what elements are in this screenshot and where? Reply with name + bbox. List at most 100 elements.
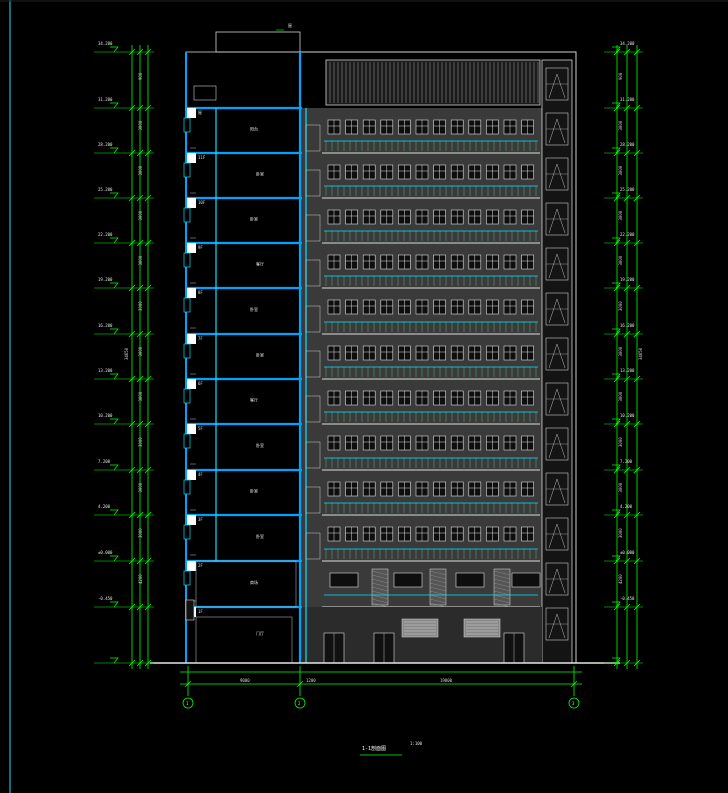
segment-dimension: 4200: [618, 574, 623, 584]
floor-tag: 10F: [198, 200, 206, 205]
section-window-opening: [183, 297, 191, 313]
section-window-opening: [183, 388, 191, 404]
level-triangle: [110, 46, 119, 53]
lattice-line: [371, 574, 389, 580]
lattice-line: [429, 598, 447, 604]
floor-tag: 11F: [198, 155, 206, 160]
level-triangle: [612, 46, 621, 53]
axis-number: 2: [298, 701, 301, 706]
stair-flight-line: [548, 118, 566, 144]
stair-flight-line: [548, 298, 566, 324]
beam-section: [186, 470, 196, 480]
roof-parapet: [325, 59, 541, 106]
facade-window: [511, 572, 541, 588]
section-window-opening: [183, 433, 191, 449]
level-triangle: [612, 555, 621, 562]
level-triangle: [110, 373, 119, 380]
section-window-opening: [183, 570, 191, 586]
segment-dimension: 3000: [618, 120, 623, 130]
level-triangle: [612, 601, 621, 608]
level-elevation: 22.200: [620, 232, 635, 237]
segment-dimension: 3000: [138, 301, 143, 311]
segment-dimension: 3000: [618, 528, 623, 538]
lattice-line: [429, 590, 447, 596]
level-triangle: [612, 657, 621, 664]
stair-tower: [541, 59, 573, 664]
lattice-line: [371, 602, 389, 608]
room-label: 客厅: [250, 397, 258, 403]
floor-tag: 1F: [198, 609, 203, 614]
section-door: [305, 259, 321, 287]
level-elevation: 16.200: [620, 323, 635, 328]
segment-dimension: 900: [618, 72, 623, 80]
level-triangle: [110, 657, 119, 664]
stair-flight-line: [548, 478, 566, 504]
dimension-tick: [184, 680, 192, 688]
room-label: 卧室: [250, 306, 258, 312]
stair-flight-line: [548, 253, 566, 279]
stair-flight-line: [548, 208, 566, 234]
room-label: 卧室: [250, 488, 258, 494]
level-triangle: [612, 102, 621, 109]
floor-tag: 3F: [198, 517, 203, 522]
segment-dimension: 3000: [618, 391, 623, 401]
segment-dimension: 3000: [618, 210, 623, 220]
level-elevation: 13.200: [98, 368, 113, 373]
lattice-line: [493, 594, 511, 600]
segment-dimension: 3000: [138, 528, 143, 538]
segment-dimension: 3000: [618, 255, 623, 265]
level-elevation: 22.200: [98, 232, 113, 237]
level-elevation: 28.200: [98, 142, 113, 147]
lattice-line: [371, 594, 389, 600]
axis-bubble: [568, 697, 580, 709]
level-elevation: 16.200: [98, 323, 113, 328]
shop-space-outline: [195, 560, 297, 608]
level-triangle: [110, 282, 119, 289]
lattice-line: [493, 586, 511, 592]
floor-tag: 屋: [198, 109, 202, 115]
level-elevation: 4.200: [620, 504, 633, 509]
segment-dimension: 3000: [138, 346, 143, 356]
level-triangle: [110, 328, 119, 335]
floor-tag: 9F: [198, 245, 203, 250]
section-door: [305, 486, 321, 514]
section-door: [305, 124, 321, 152]
stair-flight-line: [548, 568, 566, 594]
lattice-line: [429, 574, 447, 580]
segment-dimension: 3000: [618, 482, 623, 492]
level-elevation: 13.200: [620, 368, 635, 373]
level-triangle: [110, 102, 119, 109]
section-door: [305, 214, 321, 242]
lattice-line: [493, 582, 511, 588]
section-door: [305, 441, 321, 469]
level-elevation: 31.200: [98, 97, 113, 102]
section-door: [305, 350, 321, 378]
level-elevation: 34.200: [98, 41, 113, 46]
level-elevation: 28.200: [620, 142, 635, 147]
facade-window: [393, 572, 423, 588]
segment-dimension: 4200: [138, 574, 143, 584]
level-elevation: 31.200: [620, 97, 635, 102]
floor-tag: 2F: [198, 563, 203, 568]
room-label: 门厅: [256, 630, 264, 636]
segment-dimension: 3000: [138, 391, 143, 401]
beam-section: [186, 561, 196, 571]
level-triangle: [612, 192, 621, 199]
level-elevation: 19.200: [620, 277, 635, 282]
level-triangle: [612, 147, 621, 154]
bottom-dimension: 19800: [440, 678, 453, 683]
axis-bubble: [182, 697, 194, 709]
lattice-line: [493, 590, 511, 596]
level-triangle: [110, 418, 119, 425]
lattice-line: [371, 582, 389, 588]
level-triangle: [110, 192, 119, 199]
level-elevation: 10.200: [620, 413, 635, 418]
lattice-line: [371, 590, 389, 596]
room-label: 商场: [250, 579, 258, 585]
axis-number: 3: [572, 701, 575, 706]
stair-flight-line: [548, 523, 566, 549]
lattice-line: [429, 578, 447, 584]
lattice-line: [371, 570, 389, 576]
segment-dimension: 3000: [618, 165, 623, 175]
level-elevation: 7.200: [620, 459, 633, 464]
